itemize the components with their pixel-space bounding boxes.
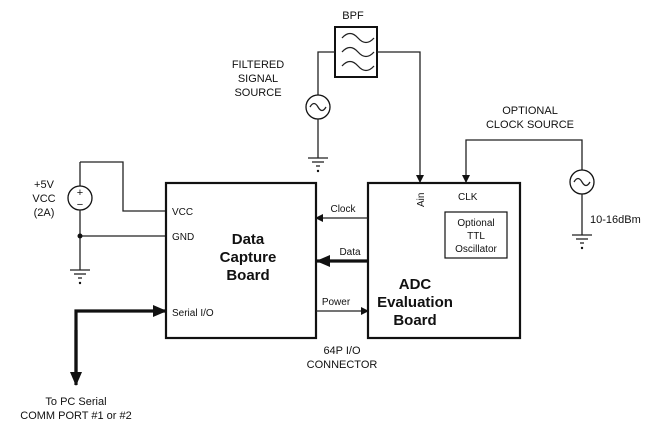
wire-clock-to-clk	[462, 139, 583, 183]
ac-source-icon	[305, 94, 331, 120]
osc-label-2: TTL	[467, 231, 485, 242]
serial-link-to-board	[74, 305, 167, 372]
adc-board-title-1: ADC	[399, 276, 432, 293]
pc-label-2: COMM PORT #1 or #2	[20, 410, 131, 422]
supply-label-1: +5V	[34, 179, 55, 191]
pin-gnd: GND	[172, 232, 194, 243]
clock-source-icon	[569, 169, 595, 195]
pin-clk: CLK	[458, 192, 478, 203]
pin-ain: Ain	[416, 193, 427, 207]
filtered-source-label-1: FILTERED	[232, 59, 284, 71]
ttl-oscillator-box	[444, 211, 508, 259]
data-signal-label: Data	[339, 247, 361, 258]
filtered-source-label-3: SOURCE	[234, 87, 281, 99]
ground-icon	[70, 269, 90, 285]
osc-label-3: Oscillator	[455, 244, 497, 255]
supply-label-3: (2A)	[34, 207, 55, 219]
capture-board-title-1: Data	[232, 231, 265, 248]
optional-clock-label-1: OPTIONAL	[502, 105, 558, 117]
osc-label-1: Optional	[457, 218, 494, 229]
capture-board-title-3: Board	[226, 267, 269, 284]
svg-text:−: −	[77, 199, 83, 211]
svg-text:+: +	[77, 187, 83, 199]
filtered-source-label-2: SIGNAL	[238, 73, 278, 85]
ground-icon	[572, 234, 592, 250]
bpf-icon	[334, 26, 378, 78]
dc-source-icon: + −	[67, 185, 93, 211]
pin-serial-io: Serial I/O	[172, 308, 214, 319]
wire-source-to-bpf	[317, 51, 335, 95]
adc-evaluation-board	[366, 181, 522, 340]
connector-label-2: CONNECTOR	[307, 359, 378, 371]
connector-label-1: 64P I/O	[323, 345, 361, 357]
pc-label-1: To PC Serial	[45, 396, 106, 408]
power-signal-label: Power	[322, 297, 351, 308]
pin-vcc: VCC	[172, 207, 193, 218]
wire-bpf-to-ain	[377, 51, 424, 183]
adc-board-title-2: Evaluation	[377, 294, 453, 311]
ground-icon	[308, 157, 328, 173]
data-capture-board	[164, 181, 318, 340]
bpf-label: BPF	[342, 10, 364, 22]
capture-board-title-2: Capture	[220, 249, 277, 266]
optional-clock-label-2: CLOCK SOURCE	[486, 119, 574, 131]
supply-label-2: VCC	[32, 193, 55, 205]
clock-signal-label: Clock	[330, 204, 356, 215]
adc-board-title-3: Board	[393, 312, 436, 329]
clock-power-label: 10-16dBm	[590, 214, 641, 226]
